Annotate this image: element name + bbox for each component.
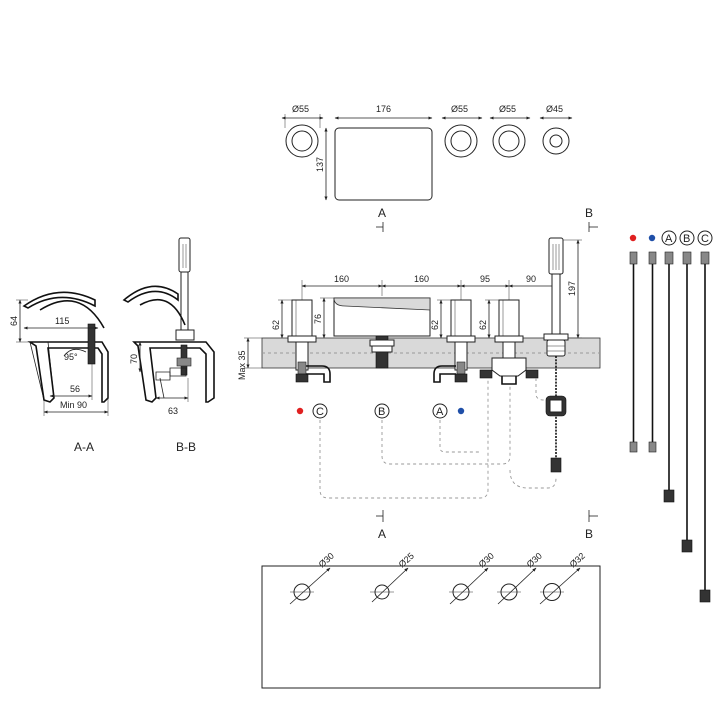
hose-cold-dot <box>648 234 656 242</box>
drill-plate: Ø30 Ø25 Ø30 Ø30 Ø32 <box>261 551 601 689</box>
hose-label-a: A <box>665 233 673 245</box>
section-aa-view: 64 115 95° 56 Min 90 A-A <box>9 291 109 454</box>
dim-front-90: 90 <box>526 274 536 284</box>
top-view: Ø55 176 137 Ø55 Ø55 Ø45 <box>281 104 573 201</box>
hose-hot-dot <box>629 234 637 242</box>
section-b-top: B <box>585 206 593 220</box>
dim-d55-a: Ø55 <box>292 104 309 114</box>
dim-aa-64: 64 <box>9 316 19 326</box>
connector-markers: C B A <box>296 378 557 499</box>
front-view: 160 160 95 90 197 Max 35 62 <box>237 237 601 473</box>
dim-w176: 176 <box>376 104 391 114</box>
dim-bb-70: 70 <box>129 354 139 364</box>
dim-front-62a: 62 <box>271 320 281 330</box>
connection-hoses: A B C <box>629 230 713 603</box>
dim-front-62b: 62 <box>430 320 440 330</box>
connector-b: B <box>378 406 385 418</box>
dim-front-95: 95 <box>480 274 490 284</box>
dim-aa-min90: Min 90 <box>60 400 87 410</box>
dim-aa-56: 56 <box>70 384 80 394</box>
dim-d45: Ø45 <box>546 104 563 114</box>
dim-d55-c: Ø55 <box>499 104 516 114</box>
hose-label-c: C <box>701 233 709 245</box>
connector-a: A <box>436 406 444 418</box>
hose-label-b: B <box>683 233 690 245</box>
dim-front-max35: Max 35 <box>237 350 247 380</box>
section-bb-label: B-B <box>176 440 196 454</box>
dim-aa-95: 95° <box>64 352 78 362</box>
section-aa-label: A-A <box>74 440 94 454</box>
section-markers: A B A B <box>376 206 598 541</box>
hot-dot <box>296 407 304 415</box>
section-a-bottom: A <box>378 527 386 541</box>
dim-aa-115: 115 <box>55 316 69 326</box>
dim-front-160b: 160 <box>414 274 429 284</box>
connector-c: C <box>316 406 324 418</box>
dim-front-160a: 160 <box>334 274 349 284</box>
dim-bb-63: 63 <box>168 406 178 416</box>
dim-h137: 137 <box>315 157 325 172</box>
section-bb-view: 70 63 B-B <box>122 237 215 454</box>
cold-dot <box>457 407 465 415</box>
dim-front-62c: 62 <box>478 320 488 330</box>
section-b-bottom: B <box>585 527 593 541</box>
dim-front-76: 76 <box>313 314 323 324</box>
dim-d55-b: Ø55 <box>451 104 468 114</box>
section-a-top: A <box>378 206 386 220</box>
dim-front-197: 197 <box>567 281 577 296</box>
